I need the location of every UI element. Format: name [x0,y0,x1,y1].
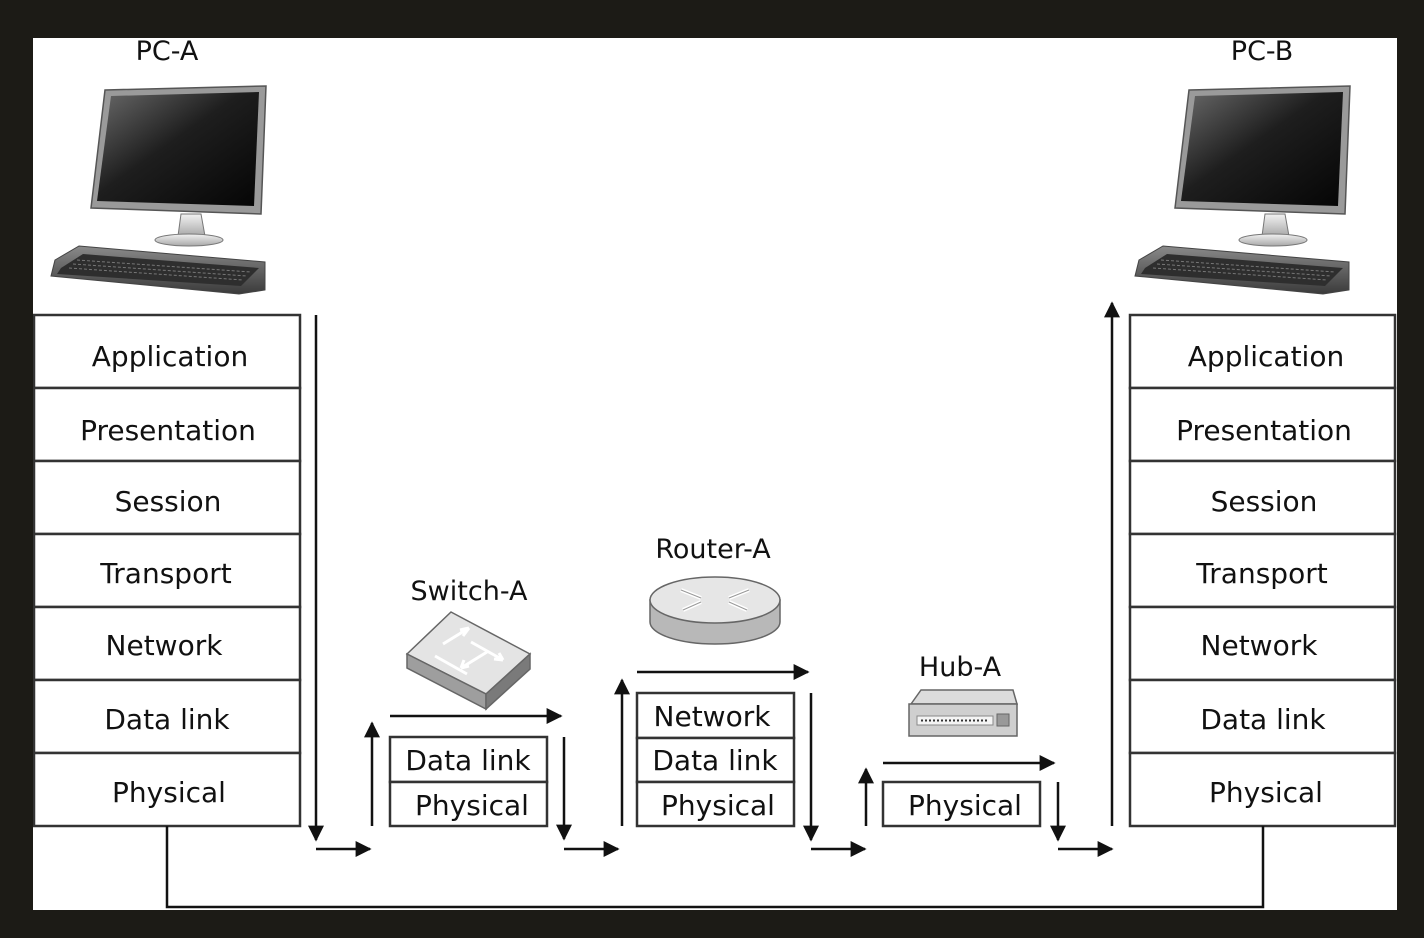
pc-b-layer-presentation: Presentation [1176,414,1352,447]
pc-b-computer-icon [1134,85,1351,295]
pc-b-layer-application: Application [1188,340,1344,373]
router-a-label: Router-A [655,534,771,565]
router-icon [649,576,781,645]
switch-a-stack: Data link Physical [388,735,549,828]
router-a-stack: Network Data link Physical [635,691,796,828]
pc-b-label: PC-B [1231,38,1293,67]
pc-a-layer-application: Application [92,340,248,373]
pc-b-layer-network: Network [1201,629,1319,662]
router-a-layer-data-link: Data link [652,744,778,777]
pc-a-layer-presentation: Presentation [80,414,256,447]
switch-a-label: Switch-A [411,576,528,607]
pc-a-layer-transport: Transport [99,557,231,590]
pc-b-osi-stack: Application Presentation Session Transpo… [1128,313,1397,828]
flow-arrows [308,301,1120,857]
pc-b-layer-physical: Physical [1209,776,1323,809]
pc-b-layer-session: Session [1211,485,1318,518]
hub-a-label: Hub-A [919,652,1002,683]
switch-icon [405,611,532,711]
pc-a-label: PC-A [136,38,199,67]
bottom-cable-line [165,826,1265,909]
router-a-layer-physical: Physical [661,789,775,822]
pc-b-layer-transport: Transport [1195,557,1327,590]
diagram-frame: PC-A Application Presentation Session Tr… [33,38,1397,910]
pc-b-layer-data-link: Data link [1200,703,1326,736]
pc-a-layer-physical: Physical [112,776,226,809]
hub-icon [908,689,1018,737]
hub-a-stack: Physical [881,780,1042,828]
pc-a-computer-icon [50,85,267,295]
router-a-layer-network: Network [654,700,772,733]
pc-a-layer-network: Network [106,629,224,662]
switch-a-layer-physical: Physical [415,789,529,822]
hub-a-layer-physical: Physical [908,789,1022,822]
pc-a-layer-session: Session [115,485,222,518]
pc-a-layer-data-link: Data link [104,703,230,736]
osi-diagram: PC-A Application Presentation Session Tr… [33,38,1397,909]
pc-a-osi-stack: Application Presentation Session Transpo… [33,313,302,828]
switch-a-layer-data-link: Data link [405,744,531,777]
